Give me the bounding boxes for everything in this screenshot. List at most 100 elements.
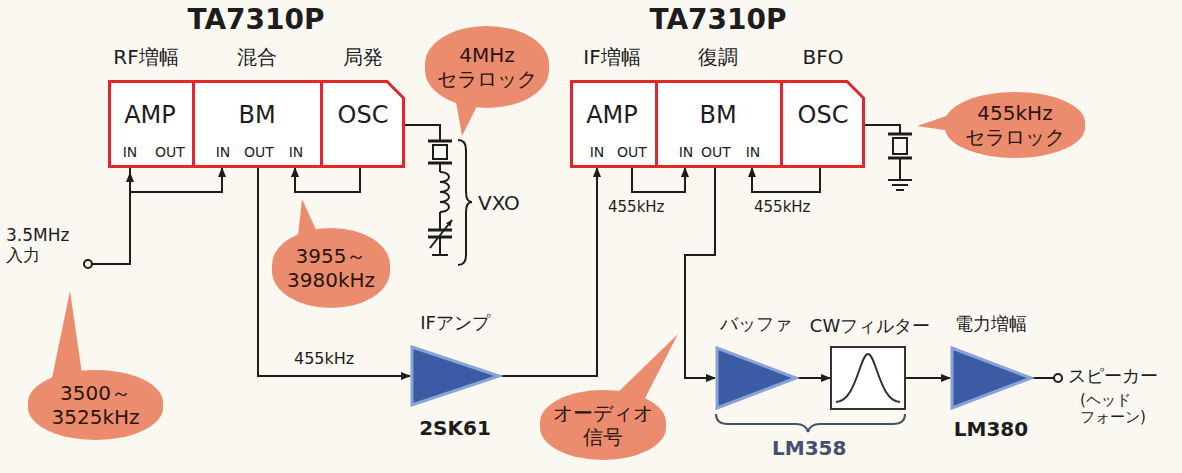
callout-text: 455kHz セラロック (959, 101, 1071, 149)
bfo-wire (899, 158, 901, 180)
osc-wire (405, 125, 440, 141)
node-label: IN (216, 144, 231, 160)
callout-bubble: 455kHz セラロック (945, 92, 1085, 158)
vxo-wire (439, 163, 441, 172)
amplifier-shape (410, 345, 500, 407)
callout-text: 3500～ 3525kHz (50, 381, 142, 429)
amplifier-shape (952, 348, 1031, 408)
ic-bracket (716, 414, 905, 432)
node-label: IN (746, 144, 761, 160)
node-label: IN (123, 144, 138, 160)
input-label: 3.5MHz 入力 (6, 226, 76, 265)
amplifier-triangle: バッファ (715, 346, 797, 410)
output-label: スピーカー (1068, 366, 1158, 387)
node-label: OSC (338, 102, 389, 130)
amplifier-shape (717, 348, 796, 408)
callout-tail (52, 291, 82, 378)
output-terminal (1054, 374, 1062, 382)
crystal-body (893, 138, 907, 154)
ic-outline (572, 82, 864, 167)
node-label: 電力増幅 (955, 314, 1027, 335)
node-label: 復調 (698, 46, 738, 69)
ic-section: 局発OSC (320, 80, 405, 168)
ic-section: BFOOSC (780, 80, 865, 168)
node-label: OUT (701, 144, 731, 160)
node-label: IFアンプ (420, 313, 490, 334)
node-label: 局発 (343, 46, 383, 69)
signal-wire (906, 377, 950, 379)
filter-ground (830, 346, 906, 410)
amplifier-triangle: 電力増幅LM380 (950, 346, 1032, 410)
amplifier-shape (715, 346, 797, 410)
signal-wire (130, 168, 222, 192)
vxo-wire (439, 212, 441, 230)
signal-wire (685, 168, 715, 378)
ic-section: 混合BMINOUTIN (192, 80, 320, 168)
output-wire (1032, 377, 1054, 379)
output-note: (ヘッド フォーン) (1080, 392, 1162, 427)
node-label: IN (289, 144, 304, 160)
callout-text: オーディオ 信号 (549, 401, 657, 449)
ground-stub (432, 254, 448, 256)
signal-wire (295, 168, 360, 192)
crystal-plate (888, 133, 912, 136)
node-label: LM380 (954, 418, 1028, 441)
node-label: バッファ (720, 314, 792, 335)
callout-bubble: 3955～ 3980kHz (272, 228, 390, 308)
input-terminal (84, 260, 92, 268)
node-label: 混合 (237, 46, 277, 69)
callout-text: 4MHz セラロック (434, 43, 540, 91)
node-label: TA7310P (649, 4, 786, 36)
ground-symbol (892, 184, 908, 186)
callout-bubble: 3500～ 3525kHz (28, 370, 163, 440)
node-label: OUT (617, 144, 647, 160)
amplifier-shape (412, 347, 499, 405)
signal-wire (752, 168, 820, 192)
ground-symbol (896, 189, 904, 191)
node-label: 2SK61 (419, 417, 491, 440)
vxo-label: VXO (478, 192, 520, 215)
node-label: RF増幅 (113, 46, 178, 69)
ground-symbol (888, 179, 912, 181)
node-label: BM (699, 102, 736, 130)
ic-section: 復調BMINOUTIN (655, 80, 780, 168)
node-label: OUT (155, 144, 185, 160)
frequency-label: 455kHz (752, 199, 812, 216)
ic-block: TA7310PRF増幅AMPINOUT混合BMINOUTIN局発OSC (108, 80, 405, 168)
ic-section: IF増幅AMPINOUT (570, 80, 655, 168)
amplifier-shape (950, 346, 1032, 410)
input-wire (92, 173, 130, 264)
crystal-body (433, 145, 447, 159)
coil-symbol (440, 172, 449, 212)
node-label: TA7310P (187, 4, 324, 36)
node-label: CWフィルター (810, 316, 930, 337)
node-label: IF増幅 (583, 46, 640, 69)
signal-wire (258, 168, 410, 376)
amplifier-triangle: IFアンプ2SK61 (410, 345, 500, 407)
ic-block: TA7310PIF増幅AMPINOUT復調BMINOUTINBFOOSC (570, 80, 865, 168)
callout-bubble: オーディオ 信号 (540, 390, 666, 460)
vxo-wire (439, 237, 441, 255)
signal-wire (797, 377, 830, 379)
filter-curve (836, 354, 900, 402)
frequency-label: 455kHz (292, 350, 356, 368)
ic-section: RF増幅AMPINOUT (108, 80, 192, 168)
ic-name: LM358 (772, 437, 846, 460)
node-label: AMP (124, 102, 176, 130)
callout-bubble: 4MHz セラロック (425, 26, 549, 108)
node-label: BM (238, 102, 275, 130)
callout-text: 3955～ 3980kHz (285, 244, 377, 292)
frequency-label: 455kHz (606, 199, 666, 216)
vxo-brace (458, 140, 472, 265)
node-label: AMP (586, 102, 638, 130)
node-label: OUT (244, 144, 274, 160)
node-label: BFO (803, 46, 844, 69)
signal-wire (632, 168, 685, 192)
capacitor-plate (428, 229, 452, 232)
node-label: OSC (798, 102, 849, 130)
filter-box: CWフィルター (830, 346, 906, 410)
node-label: IN (679, 144, 694, 160)
crystal-plate (428, 140, 452, 143)
ic-outline (110, 82, 404, 167)
